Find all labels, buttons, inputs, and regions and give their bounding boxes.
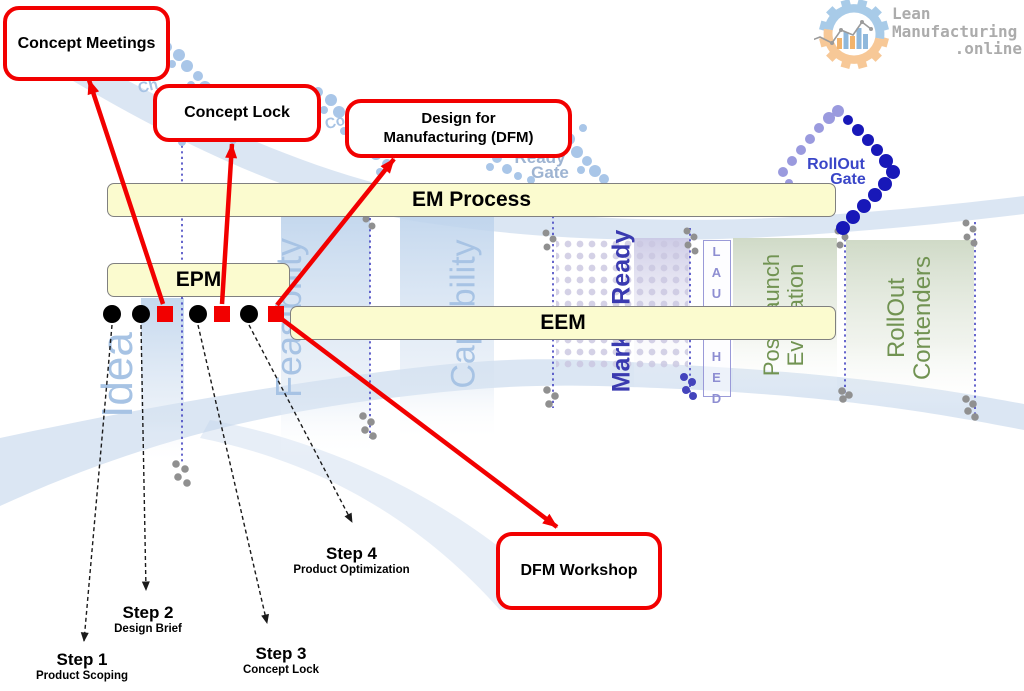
milestone-dot-4 — [240, 305, 258, 323]
step-1: Step 1 Product Scoping — [36, 650, 128, 682]
timeline-markers — [103, 305, 284, 323]
milestone-square-2 — [214, 306, 230, 322]
em-process-bar: EM Process — [107, 183, 836, 217]
logo-wordmark: Lean Manufacturing .online — [892, 4, 1022, 58]
callout-concept-meetings: Concept Meetings — [3, 6, 170, 81]
step-3: Step 3 Concept Lock — [242, 644, 320, 676]
step-2: Step 2 Design Brief — [114, 603, 182, 635]
callout-dfm: Design for Manufacturing (DFM) — [345, 99, 572, 158]
step-4: Step 4 Product Optimization — [293, 544, 410, 576]
epm-label: EPM — [175, 268, 222, 291]
milestone-dot-1 — [103, 305, 121, 323]
epm-bar: EPM — [107, 263, 290, 297]
phase-idea: Idea — [93, 332, 142, 418]
callout-concept-lock: Concept Lock — [153, 84, 321, 142]
phase-rollout-contenders: RollOut Contenders — [883, 255, 936, 381]
milestone-dot-2 — [132, 305, 150, 323]
eem-label: EEM — [540, 311, 586, 334]
launch-dot-cluster — [680, 373, 697, 400]
eem-bar: EEM — [290, 306, 836, 340]
concept-gate-fragment: Co — [323, 111, 347, 134]
logo-gear-icon — [814, 0, 889, 69]
milestone-dot-3 — [189, 305, 207, 323]
milestone-square-1 — [157, 306, 173, 322]
callout-dfm-workshop: DFM Workshop — [496, 532, 662, 610]
em-process-label: EM Process — [411, 188, 532, 211]
